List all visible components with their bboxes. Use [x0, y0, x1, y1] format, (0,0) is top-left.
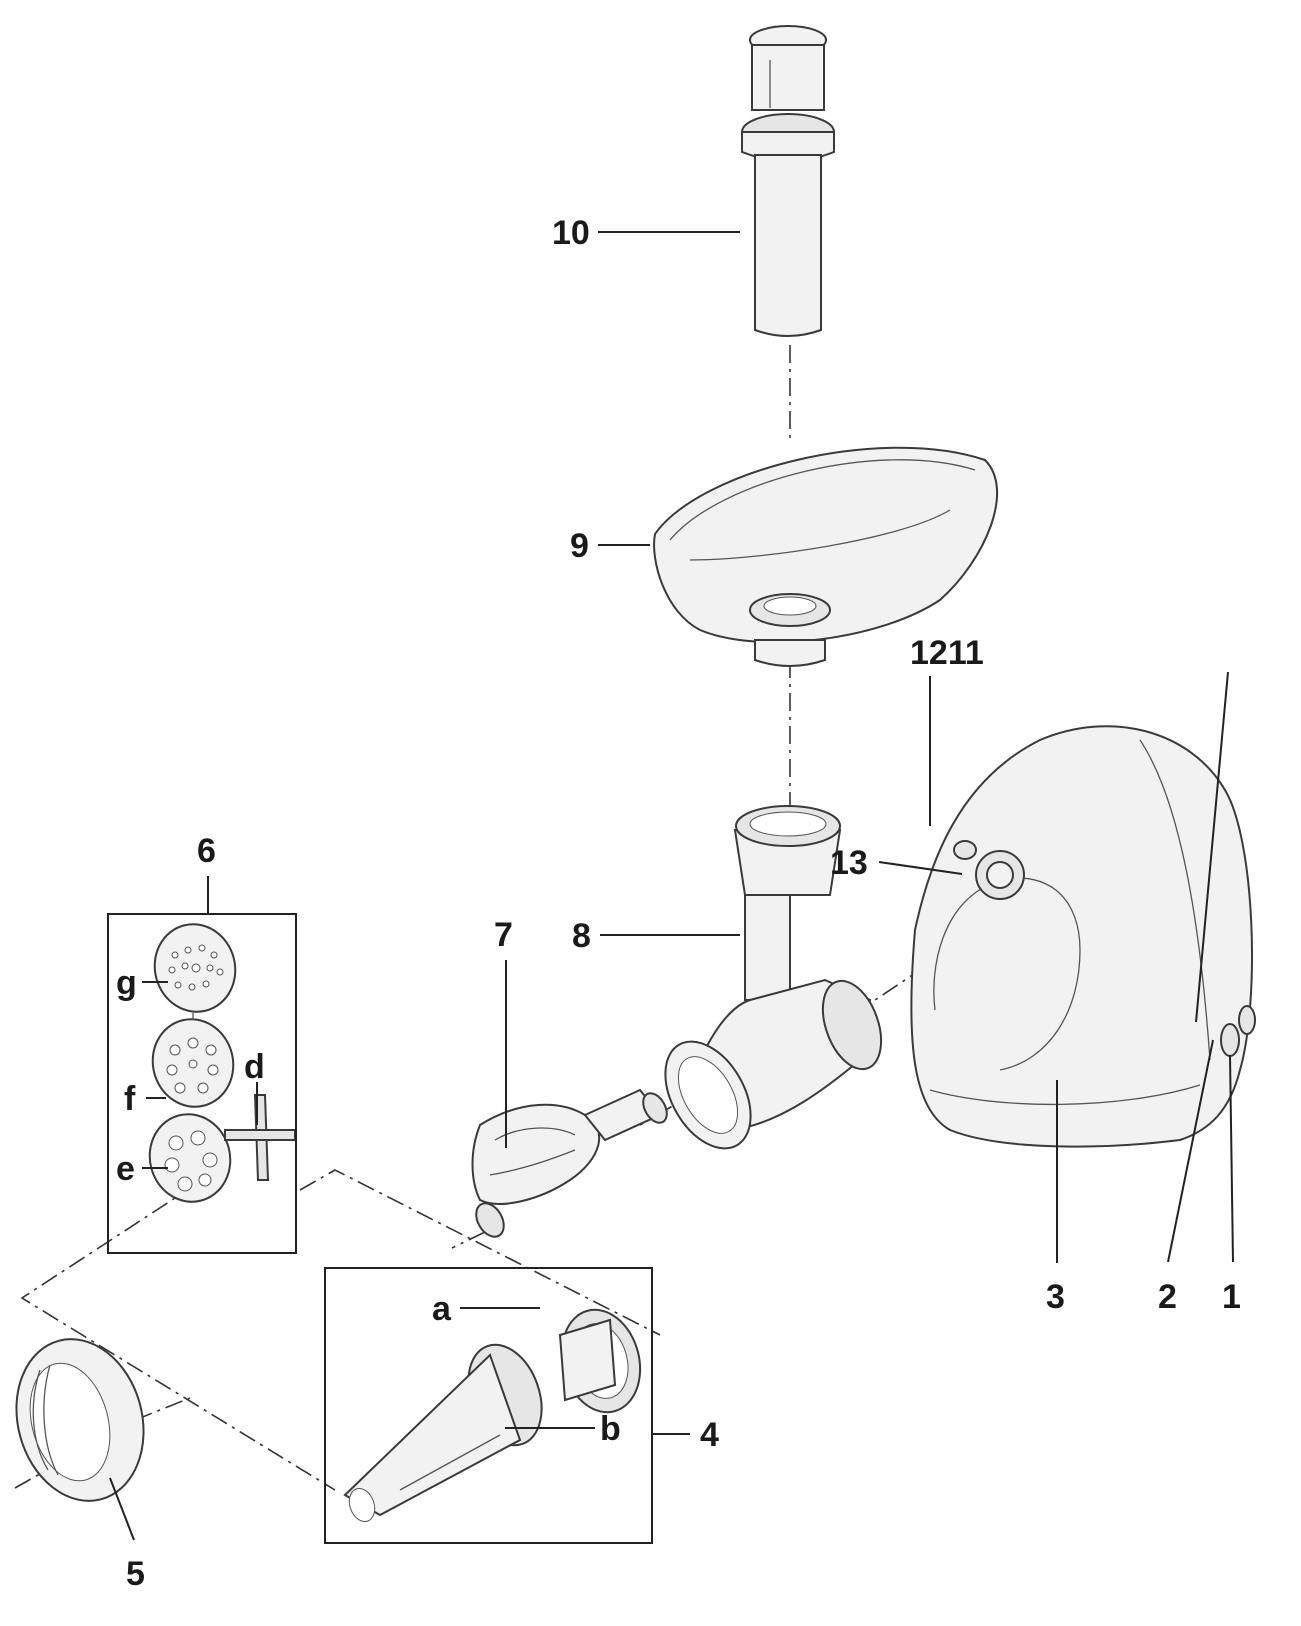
label-3: 3 — [1046, 1278, 1065, 1316]
label-4: 4 — [700, 1416, 719, 1454]
plate-f-holes — [166, 1037, 219, 1094]
grinding-plates-part-6 — [148, 923, 296, 1203]
label-8: 8 — [572, 917, 591, 955]
blade-d — [224, 1094, 296, 1181]
label-9: 9 — [570, 527, 589, 565]
label-7: 7 — [494, 916, 513, 954]
plate-e-holes — [164, 1130, 218, 1192]
leader-lines — [109, 231, 1234, 1541]
label-b: b — [600, 1410, 621, 1448]
label-1: 1 — [1222, 1278, 1241, 1316]
motor-housing-part-3 — [910, 725, 1256, 1148]
sausage-attachment-part-4 — [343, 1308, 642, 1522]
box-part-4 — [324, 1267, 653, 1544]
pusher-part-10 — [741, 25, 835, 337]
label-6: 6 — [197, 832, 216, 870]
label-13: 13 — [830, 844, 868, 882]
label-e: e — [116, 1150, 135, 1188]
label-1211: 1211 — [910, 634, 984, 672]
ring-nut-part-5 — [15, 1338, 145, 1502]
label-g: g — [116, 964, 137, 1002]
grinder-head-part-8 — [664, 805, 883, 1150]
label-10: 10 — [552, 214, 590, 252]
label-f: f — [124, 1080, 136, 1118]
label-2: 2 — [1158, 1278, 1177, 1316]
label-5: 5 — [126, 1555, 145, 1593]
plate-g-holes — [168, 944, 224, 991]
label-a: a — [432, 1290, 452, 1328]
auger-part-7 — [471, 1088, 668, 1238]
box-part-6 — [107, 913, 297, 1254]
tray-part-9 — [653, 446, 999, 667]
label-d: d — [244, 1048, 265, 1086]
